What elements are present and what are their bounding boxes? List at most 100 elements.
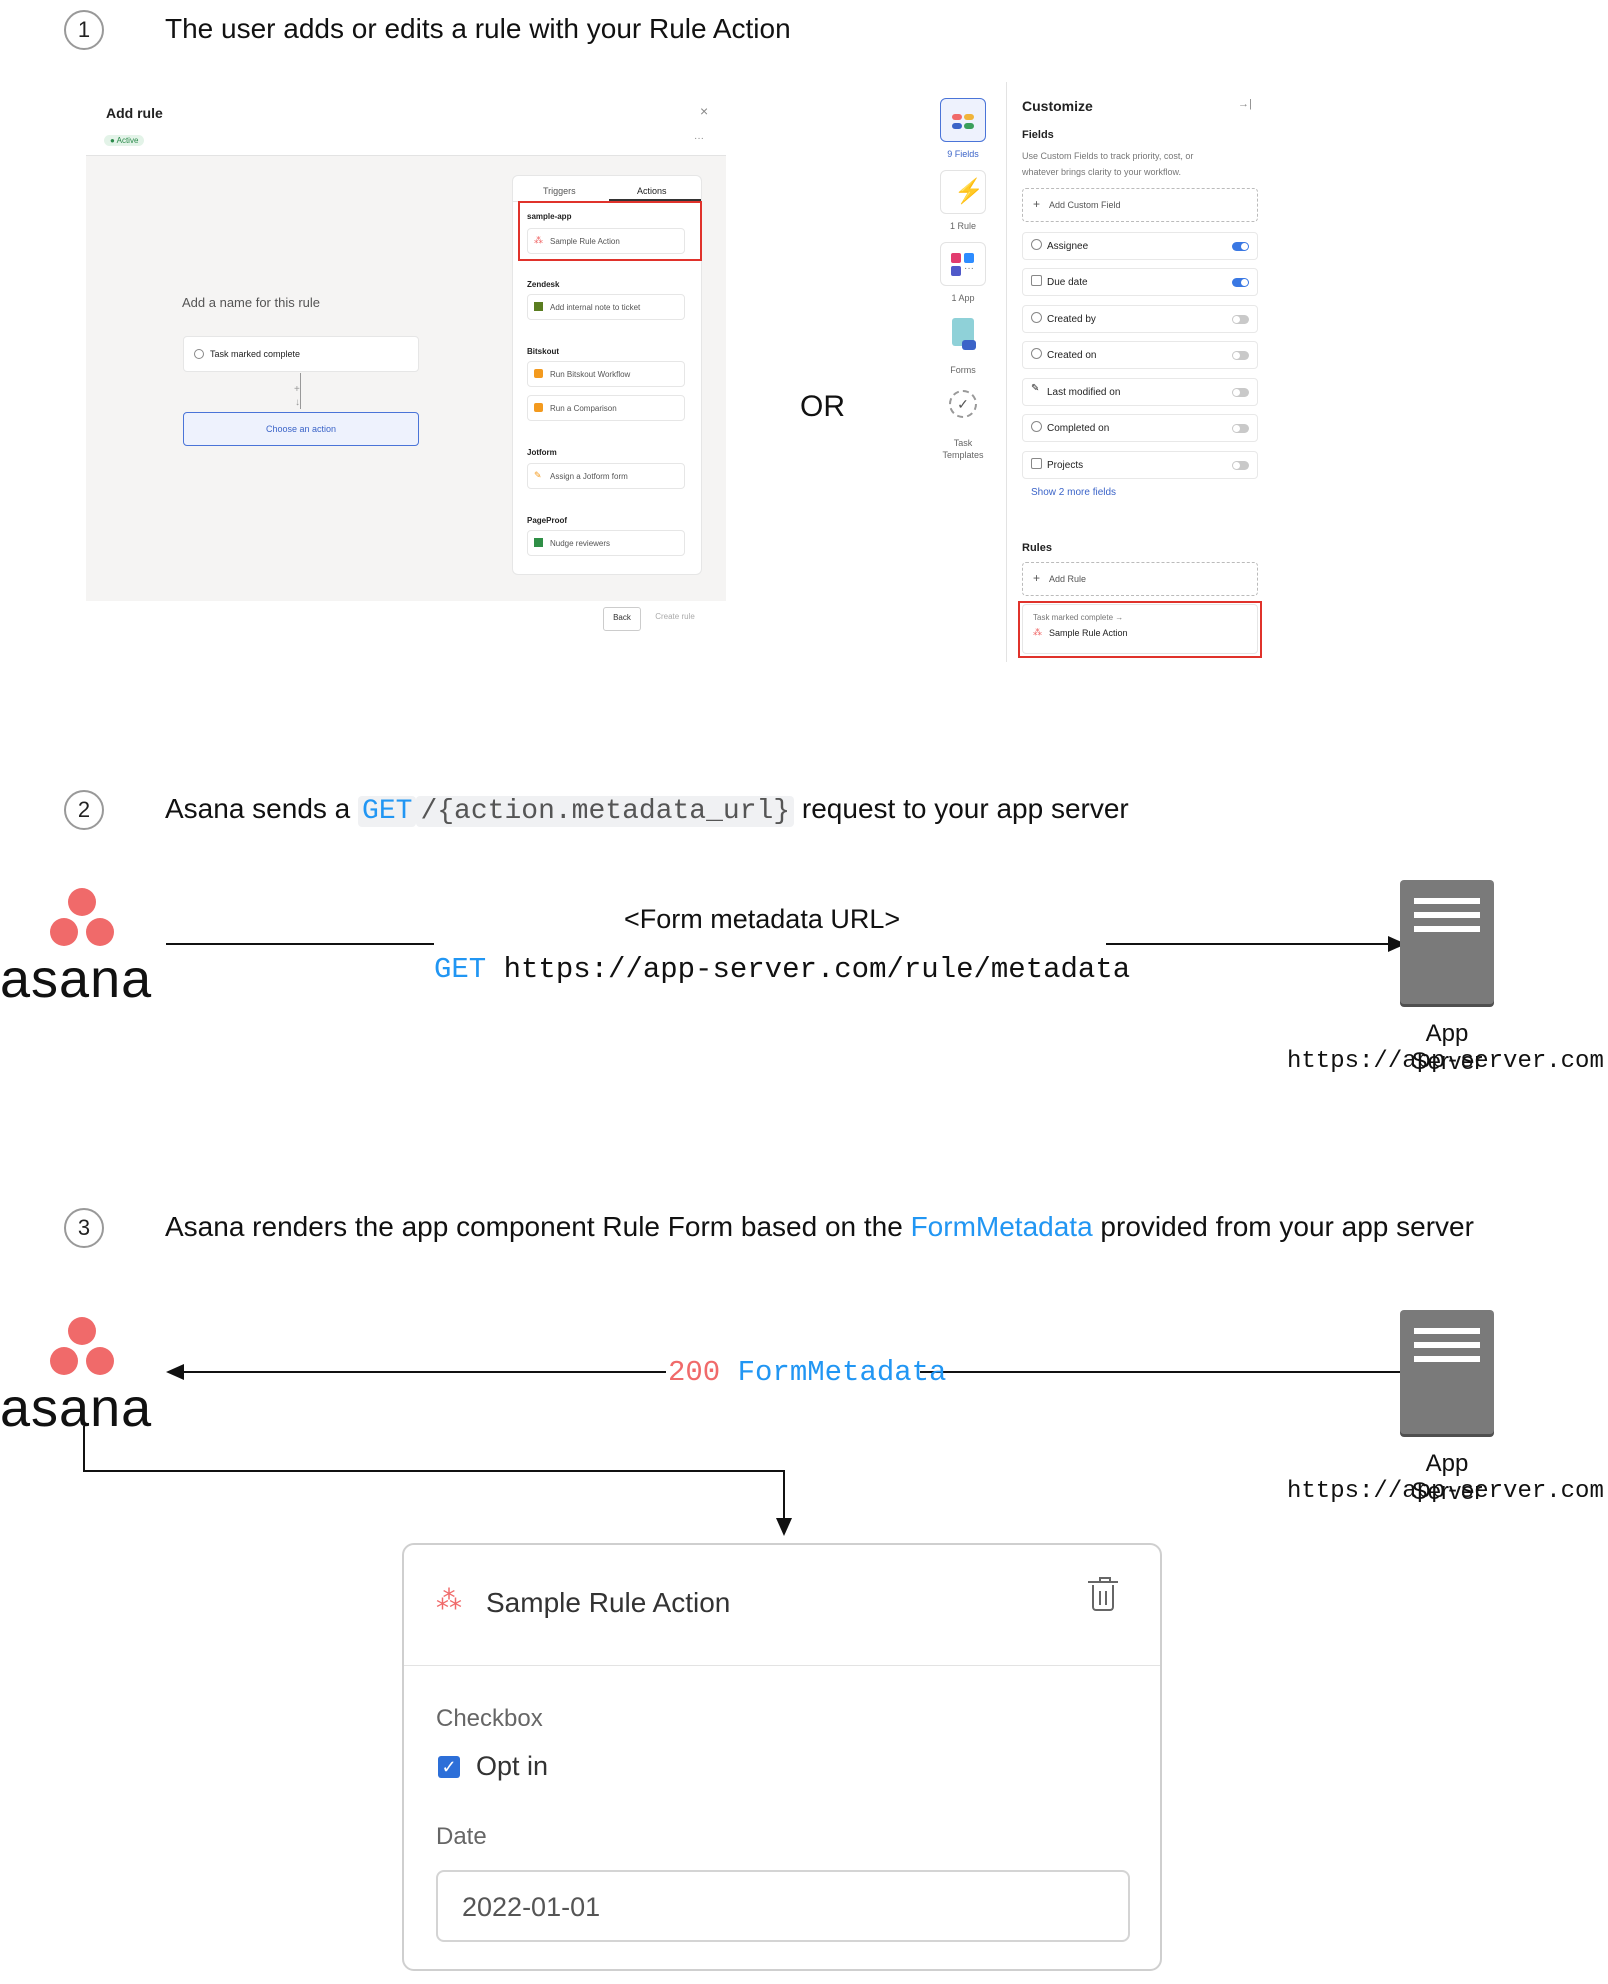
asana-dots-icon: ⁂	[534, 235, 543, 245]
actions-panel: Triggers Actions sample-app ⁂ Sample Rul…	[512, 175, 702, 575]
add-custom-field-label: Add Custom Field	[1049, 200, 1121, 210]
date-input[interactable]: 2022-01-01	[436, 1870, 1130, 1942]
group-pageproof: PageProof	[527, 516, 568, 525]
field-label: Last modified on	[1047, 387, 1121, 398]
collapse-icon[interactable]: →|	[1238, 98, 1252, 110]
step-3-circle: 3	[64, 1208, 104, 1248]
sidebar-rule-label: 1 Rule	[949, 221, 976, 231]
sidebar-templates-label: Task Templates	[942, 438, 984, 460]
choose-action-button[interactable]: Choose an action	[183, 412, 419, 446]
customize-title: Customize	[1022, 98, 1093, 114]
tab-actions[interactable]: Actions	[637, 186, 667, 196]
close-icon[interactable]: ×	[700, 103, 709, 119]
calendar-icon	[1031, 275, 1042, 286]
field-due-date[interactable]: Due date	[1022, 268, 1258, 296]
dot-icon	[952, 123, 962, 129]
dot-icon	[964, 114, 974, 120]
highlight-box	[518, 201, 702, 261]
opt-in-label: Opt in	[476, 1751, 549, 1781]
asana-dots-icon: ⁂	[436, 1585, 462, 1615]
group-jotform: Jotform	[527, 448, 557, 457]
rule-card[interactable]: Task marked complete → ⁂ Sample Rule Act…	[1022, 604, 1258, 654]
request-url: https://app-server.com/rule/metadata	[503, 953, 1131, 986]
more-options-icon[interactable]: ···	[694, 133, 704, 144]
step-3-text: Asana renders the app component Rule For…	[165, 1211, 1474, 1243]
toggle-switch[interactable]	[1232, 278, 1249, 287]
asana-wordmark: asana	[0, 1378, 153, 1438]
server-url: https://app-server.com	[1287, 1478, 1604, 1505]
sidebar-fields-label: 9 Fields	[947, 149, 979, 159]
step-1-circle: 1	[64, 10, 104, 50]
toggle-switch[interactable]	[1232, 242, 1249, 251]
toggle-switch[interactable]	[1232, 315, 1249, 324]
fields-tab-icon[interactable]	[940, 98, 986, 142]
logo-dot	[68, 888, 96, 916]
arrowhead-down-icon	[776, 1518, 792, 1536]
field-label: Due date	[1047, 277, 1088, 288]
date-value: 2022-01-01	[462, 1892, 601, 1922]
logo-dot	[68, 1317, 96, 1345]
action-jotform[interactable]: ✎ Assign a Jotform form	[527, 463, 685, 489]
response-body: FormMetadata	[737, 1356, 947, 1389]
apps-icon[interactable]: ···	[940, 242, 986, 286]
action-bitskout-comparison[interactable]: Run a Comparison	[527, 395, 685, 421]
add-rule-title: Add rule	[106, 105, 163, 121]
fields-desc-2: whatever brings clarity to your workflow…	[1022, 167, 1182, 177]
add-rule-button[interactable]: + Add Rule	[1022, 562, 1258, 596]
toggle-switch[interactable]	[1232, 388, 1249, 397]
forms-icon[interactable]	[940, 314, 986, 358]
request-arrow-left	[166, 943, 434, 945]
fields-heading: Fields	[1022, 129, 1054, 141]
get-method: GET	[358, 796, 417, 827]
create-rule-button[interactable]: Create rule	[655, 612, 695, 621]
back-button[interactable]: Back	[603, 607, 641, 631]
step-3-number: 3	[77, 1215, 91, 1240]
action-pageproof[interactable]: Nudge reviewers	[527, 530, 685, 556]
lightning-icon[interactable]: ⚡	[940, 170, 986, 214]
clock-icon	[1031, 348, 1042, 359]
field-created-by[interactable]: Created by	[1022, 305, 1258, 333]
rule-action-label: Sample Rule Action	[1049, 628, 1128, 638]
step-3-text-before: Asana renders the app component Rule For…	[165, 1211, 911, 1242]
tab-triggers[interactable]: Triggers	[543, 186, 576, 196]
zoom-icon	[964, 253, 974, 263]
trigger-card[interactable]: Task marked complete	[183, 336, 419, 372]
show-more-link[interactable]: Show 2 more fields	[1031, 487, 1117, 498]
sidebar-forms-label: Forms	[950, 365, 976, 375]
render-connector-horizontal	[83, 1470, 785, 1472]
request-method: GET	[434, 953, 487, 986]
logo-dot	[86, 918, 114, 946]
field-last-modified[interactable]: ✎Last modified on	[1022, 378, 1258, 406]
field-assignee[interactable]: Assignee	[1022, 232, 1258, 260]
add-custom-field-button[interactable]: + Add Custom Field	[1022, 188, 1258, 222]
step-3-text-after: provided from your app server	[1092, 1211, 1474, 1242]
task-templates-icon[interactable]: ✓	[940, 386, 986, 430]
bitskout-icon	[534, 403, 543, 412]
field-label: Projects	[1047, 460, 1084, 471]
asana-wordmark: asana	[0, 949, 153, 1009]
field-created-on[interactable]: Created on	[1022, 341, 1258, 369]
toggle-switch[interactable]	[1232, 424, 1249, 433]
step-2-text-before: Asana sends a	[165, 793, 359, 824]
step-1-number: 1	[77, 17, 91, 42]
rule-name-input[interactable]: Add a name for this rule	[182, 295, 321, 310]
toggle-switch[interactable]	[1232, 351, 1249, 360]
arrowhead-left-icon	[166, 1364, 184, 1380]
step-2-text: Asana sends a GET/{action.metadata_url} …	[165, 793, 1129, 827]
opt-in-checkbox[interactable]: ✓	[438, 1756, 460, 1778]
action-label: Add internal note to ticket	[550, 303, 641, 312]
project-icon	[1031, 458, 1042, 469]
arrow-down-icon: ↓	[295, 397, 300, 408]
action-sample-rule[interactable]: ⁂ Sample Rule Action	[527, 228, 685, 254]
action-zendesk-note[interactable]: Add internal note to ticket	[527, 294, 685, 320]
person-icon	[1031, 312, 1042, 323]
field-projects[interactable]: Projects	[1022, 451, 1258, 479]
trash-icon[interactable]	[1088, 1577, 1118, 1611]
connector-line	[300, 373, 301, 409]
field-completed-on[interactable]: Completed on	[1022, 414, 1258, 442]
response-status: 200	[668, 1356, 721, 1389]
action-bitskout-workflow[interactable]: Run Bitskout Workflow	[527, 361, 685, 387]
teams-icon	[951, 266, 961, 276]
panel-divider	[1006, 82, 1007, 662]
toggle-switch[interactable]	[1232, 461, 1249, 470]
